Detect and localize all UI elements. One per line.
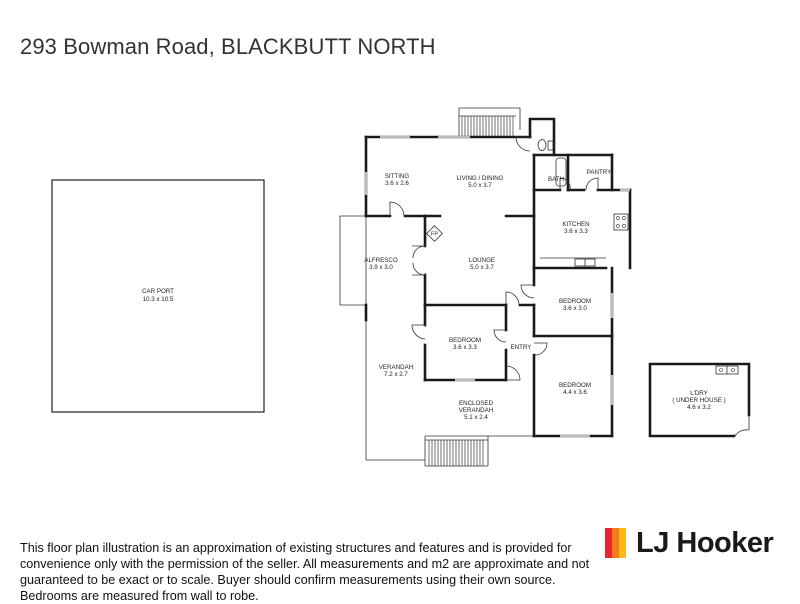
laundry: L'DRY ( UNDER HOUSE ) 4.6 x 3.2	[648, 362, 751, 438]
brand-bar-yellow	[619, 528, 626, 558]
brand-logo: LJ Hooker	[605, 527, 774, 559]
front-stairs	[424, 436, 489, 467]
sitting-label: SITTING	[385, 173, 410, 180]
bath-label: BATH	[548, 176, 564, 183]
lounge-label: LOUNGE	[469, 257, 495, 264]
brand-bar-orange	[612, 528, 619, 558]
floor-plan: CAR PORT 10.3 x 10.5	[51, 107, 751, 467]
room-labels: SITTING 3.6 x 2.6 LIVING / DINING 5.0 x …	[364, 169, 611, 421]
laundry-label: L'DRY	[690, 390, 708, 397]
carport-label: CAR PORT	[142, 288, 174, 295]
disclaimer-text: This floor plan illustration is an appro…	[20, 540, 590, 603]
verandah-size: 7.2 x 2.7	[384, 371, 408, 378]
rear-stairs	[458, 107, 521, 137]
bedroom-3-size: 4.4 x 3.6	[563, 389, 587, 396]
entry-label: ENTRY	[511, 344, 532, 351]
bedroom-2-size: 3.6 x 3.3	[453, 344, 477, 351]
verandah-deck	[339, 215, 534, 461]
brand-mark-icon	[605, 528, 626, 558]
alfresco-size: 3.9 x 3.0	[369, 264, 393, 271]
brand-bar-red	[605, 528, 612, 558]
bedroom-3-label: BEDROOM	[559, 382, 591, 389]
sitting-size: 3.6 x 2.6	[385, 180, 409, 187]
living-dining-label: LIVING / DINING	[456, 175, 503, 182]
enclosed-verandah-size: 5.1 x 2.4	[464, 414, 488, 421]
windows	[364, 135, 630, 438]
carport-size: 10.3 x 10.5	[143, 296, 174, 303]
kitchen-size: 3.6 x 3.3	[564, 228, 588, 235]
doors	[389, 136, 599, 381]
verandah-label: VERANDAH	[379, 364, 413, 371]
kitchen-label: KITCHEN	[562, 221, 589, 228]
fixtures	[426, 139, 629, 267]
fireplace-label: FP	[431, 232, 438, 238]
alfresco-label: ALFRESCO	[364, 257, 398, 264]
living-dining-size: 5.0 x 3.7	[468, 182, 492, 189]
lounge-size: 5.0 x 3.7	[470, 264, 494, 271]
pantry-label: PANTRY	[587, 169, 612, 176]
laundry-size: 4.6 x 3.2	[687, 404, 711, 411]
bedroom-1-label: BEDROOM	[559, 298, 591, 305]
bedroom-2-label: BEDROOM	[449, 337, 481, 344]
brand-name: LJ Hooker	[636, 527, 774, 559]
enclosed-verandah-label-2: VERANDAH	[459, 407, 493, 414]
enclosed-verandah-label: ENCLOSED	[459, 400, 494, 407]
bedroom-1-size: 3.6 x 3.0	[563, 305, 587, 312]
carport: CAR PORT 10.3 x 10.5	[51, 179, 265, 413]
laundry-label-2: ( UNDER HOUSE )	[672, 397, 725, 404]
page-title: 293 Bowman Road, BLACKBUTT NORTH	[20, 34, 436, 59]
